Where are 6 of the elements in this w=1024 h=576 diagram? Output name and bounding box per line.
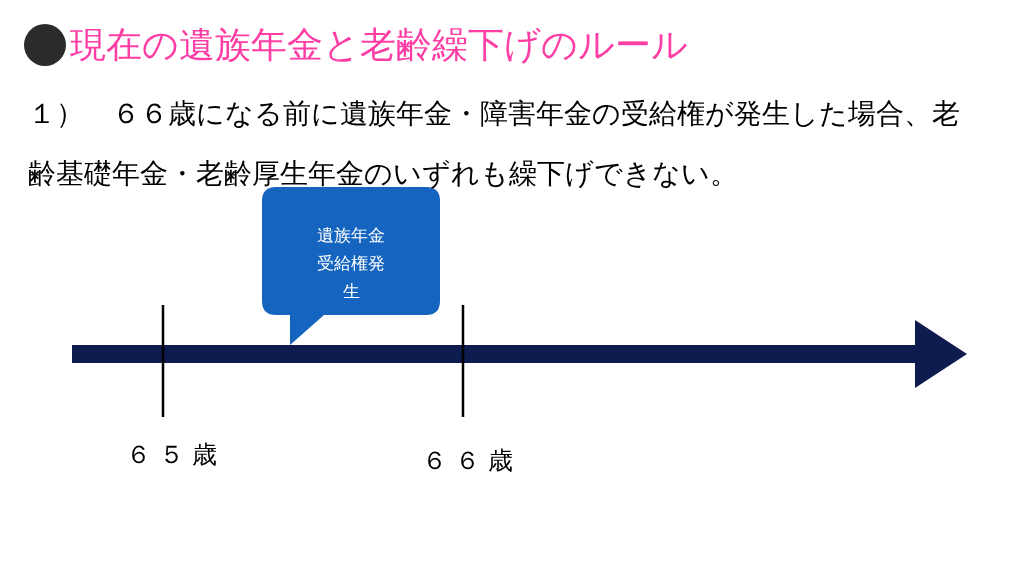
bubble-text: 遺族年金受給権発生 bbox=[316, 224, 386, 303]
age-label: ６５歳 bbox=[126, 439, 225, 471]
title: 現在の遺族年金と老齢繰下げのルール bbox=[70, 23, 688, 67]
age-label: ６６歳 bbox=[422, 445, 521, 477]
speech-bubble bbox=[262, 187, 440, 345]
description-text: １） ６６歳になる前に遺族年金・障害年金の受給権が発生した場合、老齢基礎年金・老齢厚生年金のいずれも繰下げできない。 bbox=[28, 96, 961, 192]
